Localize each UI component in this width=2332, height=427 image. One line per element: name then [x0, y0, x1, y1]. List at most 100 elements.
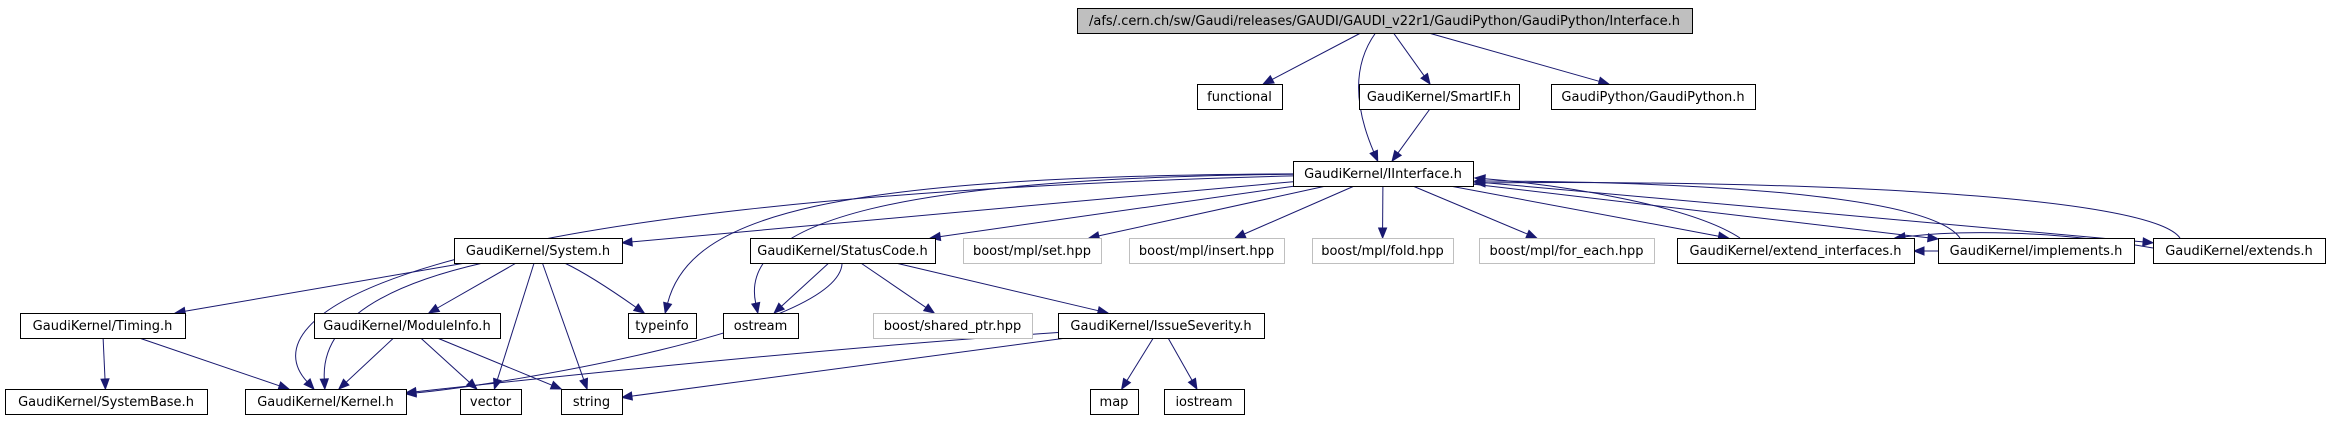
edge-line	[667, 173, 1294, 304]
edge-arrowhead	[1473, 178, 1486, 188]
node-typeinfo[interactable]: typeinfo	[628, 313, 697, 339]
edge-arrowhead	[465, 378, 478, 390]
edge-iinterface-to-ostream	[750, 173, 1294, 315]
edge-line	[1484, 178, 1741, 239]
edge-line	[1449, 185, 1719, 237]
edge-line	[102, 337, 106, 380]
node-string[interactable]: string	[561, 389, 623, 415]
node-label: GaudiKernel/SystemBase.h	[18, 395, 194, 410]
node-box	[1197, 84, 1283, 110]
edge-line	[420, 337, 470, 383]
node-mplinsert: boost/mpl/insert.hpp	[1129, 238, 1285, 264]
edge-line	[295, 175, 1294, 383]
edge-arrowhead	[620, 391, 633, 401]
node-statuscode[interactable]: GaudiKernel/StatusCode.h	[750, 238, 936, 264]
edge-timing-to-kernel	[139, 337, 291, 391]
node-implements[interactable]: GaudiKernel/implements.h	[1938, 238, 2135, 264]
node-mplfold: boost/mpl/fold.hpp	[1312, 238, 1454, 264]
edge-line	[1472, 183, 1929, 239]
edge-line	[139, 337, 280, 387]
node-mplset: boost/mpl/set.hpp	[963, 238, 1102, 264]
edge-line	[415, 332, 1059, 393]
node-system[interactable]: GaudiKernel/System.h	[454, 238, 623, 264]
edge-arrowhead	[620, 237, 633, 247]
node-box	[1129, 238, 1285, 264]
edge-arrowhead	[303, 378, 315, 390]
edge-line	[895, 262, 1099, 312]
edge-arrowhead	[773, 302, 786, 314]
node-moduleinfo[interactable]: GaudiKernel/ModuleInfo.h	[314, 313, 501, 339]
node-kernel[interactable]: GaudiKernel/Kernel.h	[245, 389, 407, 415]
edge-issueseverity-to-map	[1120, 337, 1154, 391]
edge-arrowhead	[1525, 229, 1538, 239]
node-mplforeach: boost/mpl/for_each.hpp	[1479, 238, 1655, 264]
edge-arrowhead	[1912, 246, 1925, 256]
edge-arrowhead	[750, 301, 761, 315]
node-label: GaudiKernel/SmartIF.h	[1367, 90, 1511, 105]
node-label: typeinfo	[635, 319, 688, 334]
edge-system-to-typeinfo	[564, 262, 646, 314]
node-box	[561, 389, 623, 415]
edge-iinterface-to-mplforeach	[1412, 185, 1538, 239]
node-label: GaudiPython/GaudiPython.h	[1561, 90, 1744, 105]
edge-arrowhead	[319, 378, 330, 391]
edge-arrowhead	[1369, 149, 1379, 163]
node-box	[1058, 313, 1265, 339]
node-box	[20, 313, 186, 339]
edge-line	[1167, 337, 1193, 381]
edge-iinterface-to-typeinfo	[663, 173, 1294, 315]
edge-smartif-to-iinterface	[1391, 108, 1431, 163]
node-gaudipython[interactable]: GaudiPython/GaudiPython.h	[1551, 84, 1756, 110]
node-root[interactable]: /afs/.cern.ch/sw/Gaudi/releases/GAUDI/GA…	[1077, 8, 1693, 34]
node-extends[interactable]: GaudiKernel/extends.h	[2153, 238, 2326, 264]
node-box	[1359, 84, 1520, 110]
node-label: GaudiKernel/System.h	[466, 244, 610, 259]
node-box	[5, 389, 208, 415]
edge-line	[1428, 32, 1600, 82]
node-label: GaudiKernel/ModuleInfo.h	[323, 319, 490, 334]
edge-iinterface-to-kernel	[295, 175, 1294, 390]
node-box	[750, 238, 936, 264]
edge-issueseverity-to-string	[620, 337, 1067, 401]
node-smartif[interactable]: GaudiKernel/SmartIF.h	[1359, 84, 1520, 110]
node-label: boost/mpl/set.hpp	[973, 244, 1091, 259]
edge-line	[1393, 32, 1425, 77]
node-iinterface[interactable]: GaudiKernel/IInterface.h	[1293, 161, 1474, 187]
edge-arrowhead	[1927, 233, 1940, 243]
node-extendif[interactable]: GaudiKernel/extend_interfaces.h	[1677, 238, 1915, 264]
node-functional[interactable]: functional	[1197, 84, 1283, 110]
edge-arrowhead	[1120, 377, 1132, 391]
node-box	[1293, 161, 1474, 187]
node-box	[314, 313, 501, 339]
node-iostream[interactable]: iostream	[1164, 389, 1245, 415]
edge-iinterface-to-mplfold	[1377, 185, 1388, 240]
node-ostream[interactable]: ostream	[723, 313, 799, 339]
edge-moduleinfo-to-string	[437, 337, 563, 390]
edge-arrowhead	[579, 377, 589, 391]
node-box	[460, 389, 522, 415]
node-systembase[interactable]: GaudiKernel/SystemBase.h	[5, 389, 208, 415]
node-issueseverity[interactable]: GaudiKernel/IssueSeverity.h	[1058, 313, 1265, 339]
node-vector[interactable]: vector	[460, 389, 522, 415]
node-timing[interactable]: GaudiKernel/Timing.h	[20, 313, 186, 339]
edge-iinterface-to-mplinsert	[1233, 185, 1355, 239]
edge-line	[860, 262, 927, 308]
edge-arrowhead	[337, 378, 350, 390]
edge-root-to-gaudipython	[1428, 32, 1611, 86]
node-box	[454, 238, 623, 264]
edge-line	[1126, 337, 1154, 381]
edge-arrowhead	[1262, 74, 1275, 85]
edge-arrowhead	[100, 378, 110, 391]
edge-arrowhead	[427, 303, 441, 314]
node-label: iostream	[1175, 395, 1232, 410]
node-box	[628, 313, 697, 339]
edge-statuscode-to-sharedptr	[860, 262, 936, 314]
edge-arrowhead	[549, 380, 563, 390]
edge-line	[1484, 182, 2181, 239]
node-label: functional	[1207, 90, 1272, 105]
node-box	[1938, 238, 2135, 264]
node-box	[1090, 389, 1139, 415]
node-box	[1164, 389, 1245, 415]
node-map[interactable]: map	[1090, 389, 1139, 415]
node-label: map	[1100, 395, 1129, 410]
